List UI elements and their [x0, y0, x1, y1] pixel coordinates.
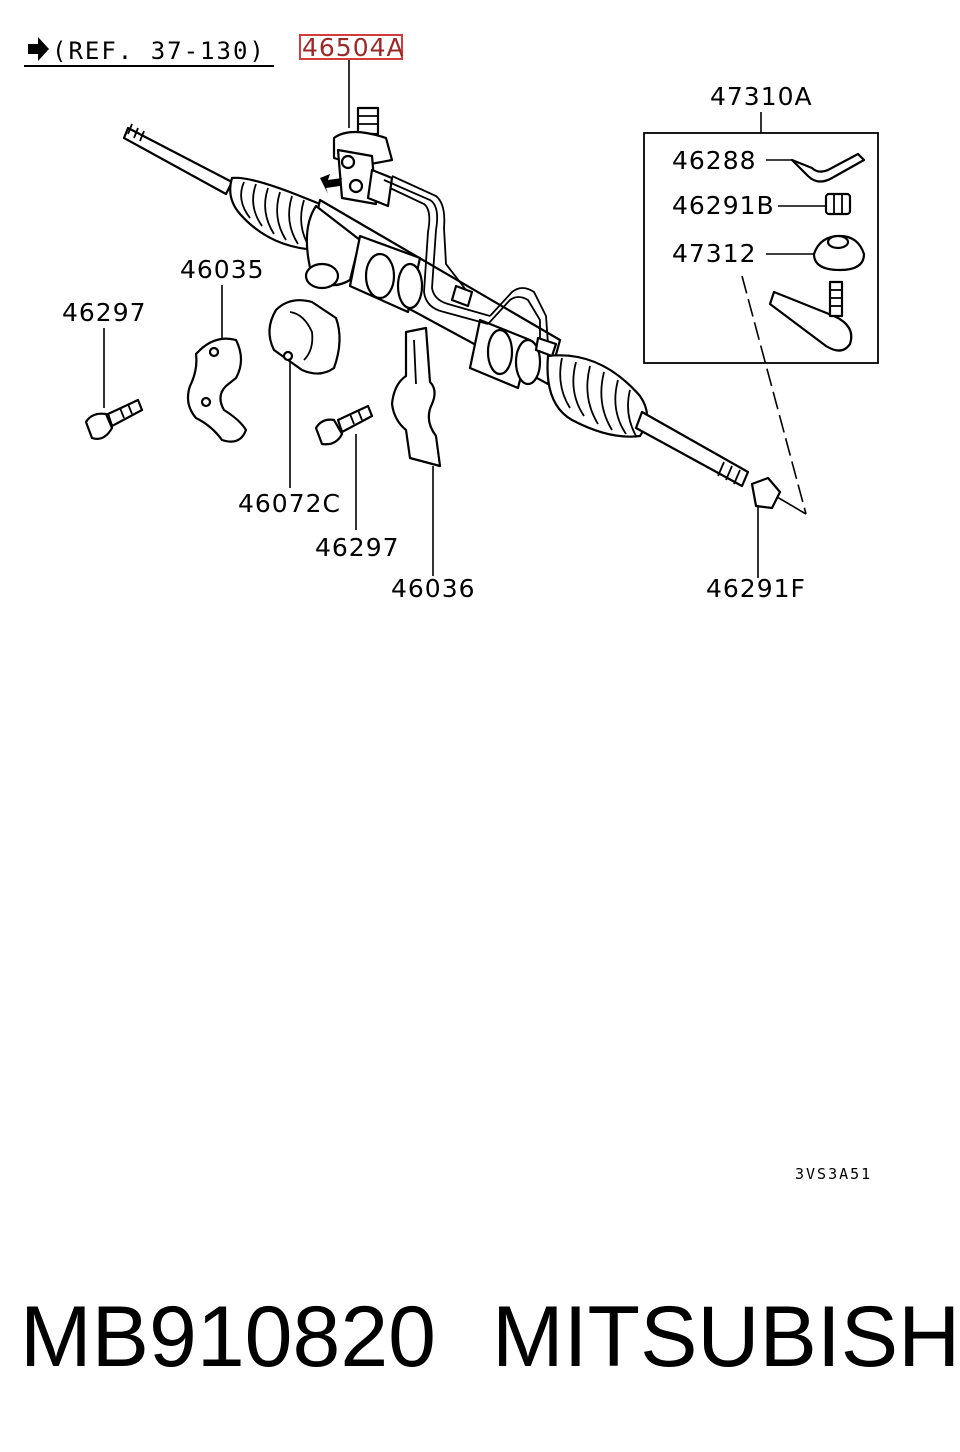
- steering-rack-assembly: [122, 106, 750, 488]
- right-tie-rod: [634, 410, 750, 488]
- label-46035[interactable]: 46035: [180, 255, 265, 284]
- left-bellows-boot: [229, 176, 332, 252]
- footer-part-number: MB910820: [20, 1289, 436, 1385]
- label-46288[interactable]: 46288: [672, 146, 757, 175]
- right-bellows-boot: [546, 354, 649, 438]
- left-tie-rod: [122, 123, 234, 196]
- center-bolt-icon: [314, 404, 374, 446]
- left-bracket-icon: [186, 337, 248, 443]
- reference-header[interactable]: (REF. 37-130): [24, 37, 274, 67]
- lock-nut-icon: [750, 476, 782, 510]
- drawing-code: 3VS3A51: [795, 1165, 872, 1183]
- highlighted-part-46504a[interactable]: 46504A: [299, 33, 405, 62]
- label-46297-left[interactable]: 46297: [62, 298, 147, 327]
- label-47312[interactable]: 47312: [672, 239, 757, 268]
- bushing-icon: [268, 299, 341, 375]
- label-46291b[interactable]: 46291B: [672, 191, 775, 220]
- highlighted-part-label: 46504A: [302, 33, 405, 62]
- right-arrow-icon: [28, 37, 49, 61]
- castle-nut-icon: [824, 192, 852, 216]
- reference-text: (REF. 37-130): [52, 37, 266, 65]
- label-46072c[interactable]: 46072C: [238, 489, 341, 518]
- label-47310a[interactable]: 47310A: [710, 82, 813, 111]
- cotter-pin-icon: [790, 152, 866, 183]
- label-46297-center[interactable]: 46297: [315, 533, 400, 562]
- tie-rod-end-icon: [768, 280, 853, 352]
- label-46291f[interactable]: 46291F: [706, 574, 806, 603]
- pinion-valve-head: [320, 106, 394, 208]
- dust-seal-icon: [812, 234, 866, 272]
- footer-brand: MITSUBISHI: [492, 1289, 960, 1385]
- label-46036[interactable]: 46036: [391, 574, 476, 603]
- left-bolt-icon: [84, 398, 144, 440]
- right-bracket-icon: [390, 326, 442, 468]
- highlight-box: [299, 34, 403, 60]
- tie-rod-end-kit-box: [643, 132, 879, 364]
